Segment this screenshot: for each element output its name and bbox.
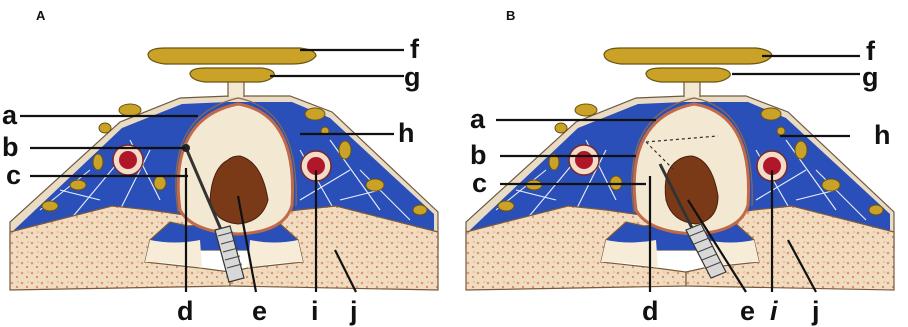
label-a-a: a — [2, 100, 18, 130]
label-a-b: b — [2, 132, 19, 162]
panel-letter-b: B — [506, 8, 515, 23]
label-a-c: c — [6, 160, 21, 190]
label-b-j: j — [811, 296, 820, 326]
label-b-d: d — [642, 296, 659, 326]
label-a-i: i — [311, 296, 319, 326]
label-b-c: c — [472, 168, 487, 198]
label-a-f: f — [410, 34, 420, 64]
label-b-i: i — [770, 296, 778, 326]
label-a-h: h — [398, 118, 415, 148]
panel-a: A a b c d e f g h i j — [2, 8, 438, 326]
label-b-b: b — [470, 140, 487, 170]
label-b-e: e — [740, 296, 755, 326]
label-b-g: g — [862, 62, 879, 92]
label-b-a: a — [470, 104, 486, 134]
label-b-h: h — [874, 120, 891, 150]
label-a-d: d — [177, 296, 194, 326]
panel-letter-a: A — [36, 8, 46, 23]
panel-b: B a b c d e f g h i j — [466, 8, 894, 326]
label-a-e: e — [252, 296, 267, 326]
label-a-j: j — [349, 296, 358, 326]
label-a-g: g — [404, 62, 421, 92]
